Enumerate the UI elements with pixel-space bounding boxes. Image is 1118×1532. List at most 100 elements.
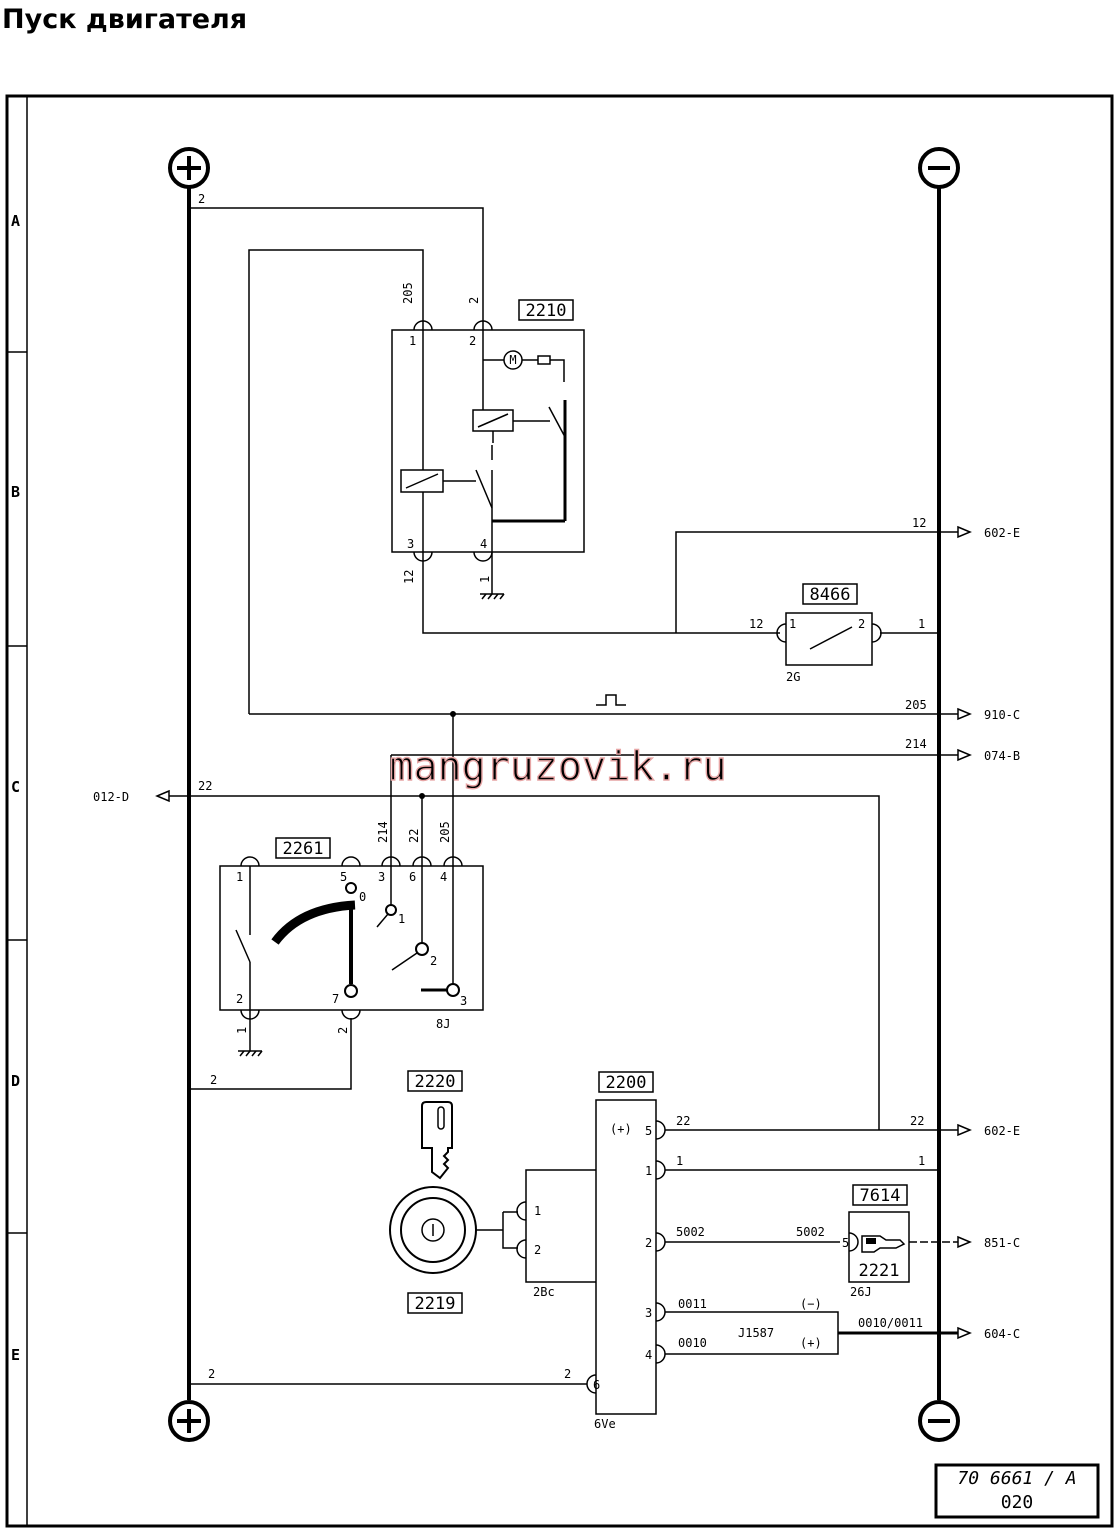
svg-text:1: 1 [918, 1154, 925, 1168]
svg-text:5: 5 [645, 1124, 652, 1138]
svg-text:1: 1 [409, 334, 416, 348]
svg-text:1: 1 [235, 1027, 249, 1034]
component-2200-label: 2200 [606, 1073, 647, 1093]
plus-terminal-bottom [168, 1400, 210, 1442]
svg-text:5002: 5002 [796, 1225, 825, 1239]
switch-8466: 8466 1 2 1 2G [776, 583, 939, 684]
component-8466-label: 8466 [810, 585, 851, 605]
svg-text:7: 7 [332, 992, 339, 1006]
svg-text:4: 4 [480, 537, 487, 551]
svg-text:5002: 5002 [676, 1225, 705, 1239]
svg-text:4: 4 [645, 1348, 652, 1362]
relay-2210: 2 205 2 2210 1 2 3 4 M 1 [189, 192, 585, 714]
minus-terminal-bottom [918, 1400, 960, 1442]
row-dividers [7, 351, 27, 1234]
svg-text:3: 3 [645, 1306, 652, 1320]
svg-text:22: 22 [407, 829, 421, 843]
svg-text:2: 2 [564, 1367, 571, 1381]
module-2200: 2200 (+) 5 1 2 3 4 6 6Ve 22 22 602-E 1 1… [189, 1071, 1020, 1431]
page-title: Пуск двигателя [2, 4, 248, 35]
svg-text:6: 6 [593, 1378, 600, 1392]
row-label-b: B [11, 483, 20, 501]
minus-terminal-top [918, 147, 960, 189]
svg-text:1: 1 [478, 576, 492, 583]
svg-text:26J: 26J [850, 1285, 872, 1299]
component-7614-label: 7614 [860, 1186, 901, 1206]
svg-text:4: 4 [440, 870, 447, 884]
svg-text:214: 214 [376, 821, 390, 843]
svg-text:2: 2 [858, 617, 865, 631]
wire-214: 214 074-B [390, 737, 1020, 866]
lock-2219: 1 2 2Bc 2219 [389, 1169, 596, 1314]
svg-text:(−): (−) [800, 1297, 822, 1311]
svg-text:22: 22 [676, 1114, 690, 1128]
svg-text:2: 2 [208, 1367, 215, 1381]
row-label-c: C [11, 778, 20, 796]
svg-text:1: 1 [398, 912, 405, 926]
component-2219-label: 2219 [415, 1294, 456, 1314]
svg-text:2: 2 [645, 1236, 652, 1250]
svg-text:2: 2 [534, 1243, 541, 1257]
component-2221-label: 2221 [859, 1261, 900, 1281]
svg-text:6Ve: 6Ve [594, 1417, 616, 1431]
wire-205: 205 910-C [249, 694, 1020, 866]
frame [5, 94, 1114, 1528]
stamp-line-2: 020 [1001, 1492, 1034, 1513]
svg-text:3: 3 [407, 537, 414, 551]
svg-text:0010: 0010 [678, 1336, 707, 1350]
svg-text:22: 22 [910, 1114, 924, 1128]
svg-text:12: 12 [402, 570, 416, 584]
ref-602-e-top: 602-E [984, 526, 1020, 540]
row-label-d: D [11, 1072, 20, 1090]
svg-text:2: 2 [210, 1073, 217, 1087]
svg-text:8J: 8J [436, 1017, 450, 1031]
svg-text:1: 1 [236, 870, 243, 884]
svg-text:0: 0 [359, 890, 366, 904]
wire-12: 12 602-E 12 [422, 516, 1020, 634]
watermark: mangruzovik.ru [389, 744, 726, 790]
component-7614: 7614 5 2221 26J 851-C [842, 1184, 1020, 1299]
svg-text:12: 12 [912, 516, 926, 530]
row-label-e: E [11, 1346, 20, 1364]
svg-text:5: 5 [340, 870, 347, 884]
ref-851-c: 851-C [984, 1236, 1020, 1250]
ref-074-b: 074-B [984, 749, 1020, 763]
svg-text:1: 1 [918, 617, 925, 631]
svg-text:2: 2 [430, 954, 437, 968]
svg-text:214: 214 [905, 737, 927, 751]
svg-text:2G: 2G [786, 670, 800, 684]
svg-text:205: 205 [905, 698, 927, 712]
key-2220: 2220 [407, 1070, 463, 1180]
svg-text:(+): (+) [610, 1122, 632, 1136]
svg-text:205: 205 [401, 282, 415, 304]
document-stamp: 70 6661 / A 020 [934, 1463, 1100, 1519]
switch-2261: 2261 214 22 205 1 5 3 6 4 2 7 0 1 2 [189, 821, 484, 1090]
component-2210-label: 2210 [526, 301, 567, 321]
svg-text:2: 2 [198, 192, 205, 206]
component-2261-label: 2261 [283, 839, 324, 859]
component-2220-label: 2220 [415, 1072, 456, 1092]
svg-text:2: 2 [467, 297, 481, 304]
svg-text:3: 3 [378, 870, 385, 884]
svg-text:205: 205 [438, 821, 452, 843]
svg-text:M: M [509, 353, 516, 367]
ref-602-e-bottom: 602-E [984, 1124, 1020, 1138]
svg-text:1: 1 [789, 617, 796, 631]
plus-terminal-top [168, 147, 210, 189]
ref-012-d: 012-D [93, 790, 129, 804]
svg-text:2: 2 [336, 1027, 350, 1034]
svg-text:2: 2 [236, 992, 243, 1006]
svg-text:2Bc: 2Bc [533, 1285, 555, 1299]
svg-text:0011: 0011 [678, 1297, 707, 1311]
svg-text:2: 2 [469, 334, 476, 348]
stamp-line-1: 70 6661 / A [957, 1468, 1076, 1489]
svg-text:3: 3 [460, 994, 467, 1008]
ref-910-c: 910-C [984, 708, 1020, 722]
svg-text:1: 1 [676, 1154, 683, 1168]
svg-text:(+): (+) [800, 1336, 822, 1350]
svg-text:1: 1 [534, 1204, 541, 1218]
wire-22: 012-D 22 [93, 779, 880, 1130]
svg-text:1: 1 [645, 1164, 652, 1178]
svg-text:22: 22 [198, 779, 212, 793]
